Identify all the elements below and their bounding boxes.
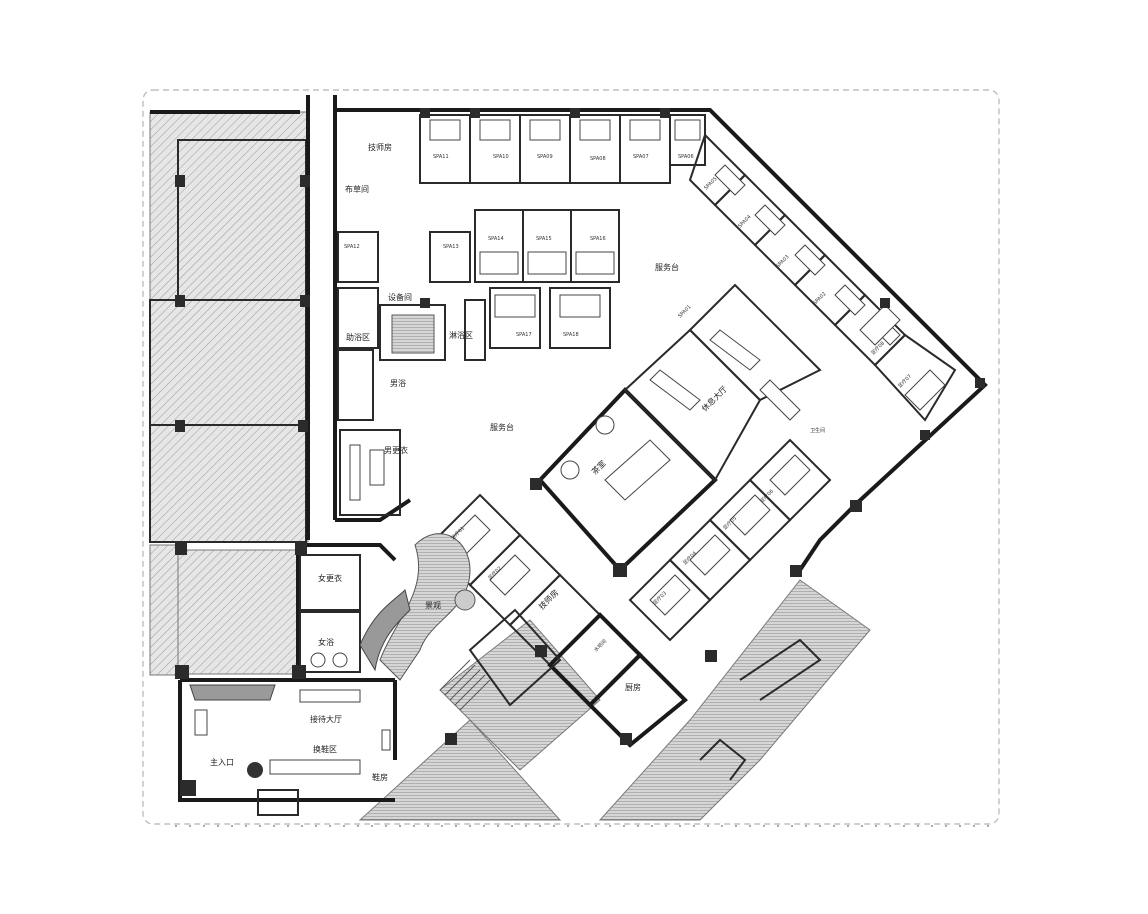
label-spa18: SPA18 <box>563 332 579 338</box>
label-spa11: SPA11 <box>433 154 449 160</box>
label-spa08: SPA08 <box>590 156 606 162</box>
label-spa10: SPA10 <box>493 154 509 160</box>
label-landscape: 景观 <box>425 601 441 610</box>
label-reception: 接待大厅 <box>310 714 342 724</box>
label-tech-room-2: 技师房 <box>536 587 560 611</box>
label-spa06: SPA06 <box>678 154 694 160</box>
label-spa01: SPA01 <box>677 304 692 319</box>
label-shower-area: 淋浴区 <box>449 330 473 340</box>
spa-diagonal-row <box>688 133 957 422</box>
label-male-bath: 男浴 <box>390 378 406 388</box>
label-tea-room: 茶室 <box>589 458 607 476</box>
label-spa14: SPA14 <box>488 236 504 242</box>
label-spa16: SPA16 <box>590 236 606 242</box>
spa-middle-row <box>337 209 620 349</box>
label-equipment-room: 设备间 <box>388 292 412 302</box>
label-main-entrance: 主入口 <box>210 757 234 767</box>
structural-columns <box>175 108 985 796</box>
label-water-room: 水吧间 <box>592 638 608 654</box>
reception-zone <box>189 684 391 816</box>
label-linen-room: 布草间 <box>345 184 369 194</box>
label-spa03: SPA03 <box>775 254 790 269</box>
stairs <box>439 659 491 711</box>
label-spa07: SPA07 <box>633 154 649 160</box>
label-lounge: 休息大厅 <box>699 384 729 414</box>
spa-top-row <box>419 114 706 184</box>
label-female-locker: 女更衣 <box>318 573 342 583</box>
label-spa02: SPA02 <box>812 291 827 306</box>
label-spa04: SPA04 <box>737 214 752 229</box>
label-spa12: SPA12 <box>344 244 360 250</box>
service-zone <box>439 608 688 748</box>
adjacent-building-left <box>149 95 310 676</box>
label-shoe-room: 鞋房 <box>372 772 388 782</box>
label-spa15: SPA15 <box>536 236 552 242</box>
central-zone <box>537 283 822 573</box>
label-shoe-area: 换鞋区 <box>313 744 337 754</box>
label-tech-room: 技师房 <box>368 142 392 152</box>
label-spa05: SPA05 <box>703 176 718 191</box>
label-female-bath: 女浴 <box>318 637 334 647</box>
label-service-desk-2: 服务台 <box>490 422 514 432</box>
label-kitchen: 厨房 <box>625 682 641 692</box>
landscape-area <box>379 533 476 681</box>
label-service-desk-1: 服务台 <box>655 262 679 272</box>
label-spa09: SPA09 <box>537 154 553 160</box>
label-spa13: SPA13 <box>443 244 459 250</box>
label-foot-07: 足疗07 <box>896 373 913 390</box>
label-steam-area: 助浴区 <box>346 332 370 342</box>
label-spa17: SPA17 <box>516 332 532 338</box>
female-bath-zone <box>299 554 411 673</box>
label-male-locker: 男更衣 <box>384 445 408 455</box>
male-bath-zone <box>337 287 486 516</box>
label-restroom: 卫生间 <box>810 427 825 434</box>
